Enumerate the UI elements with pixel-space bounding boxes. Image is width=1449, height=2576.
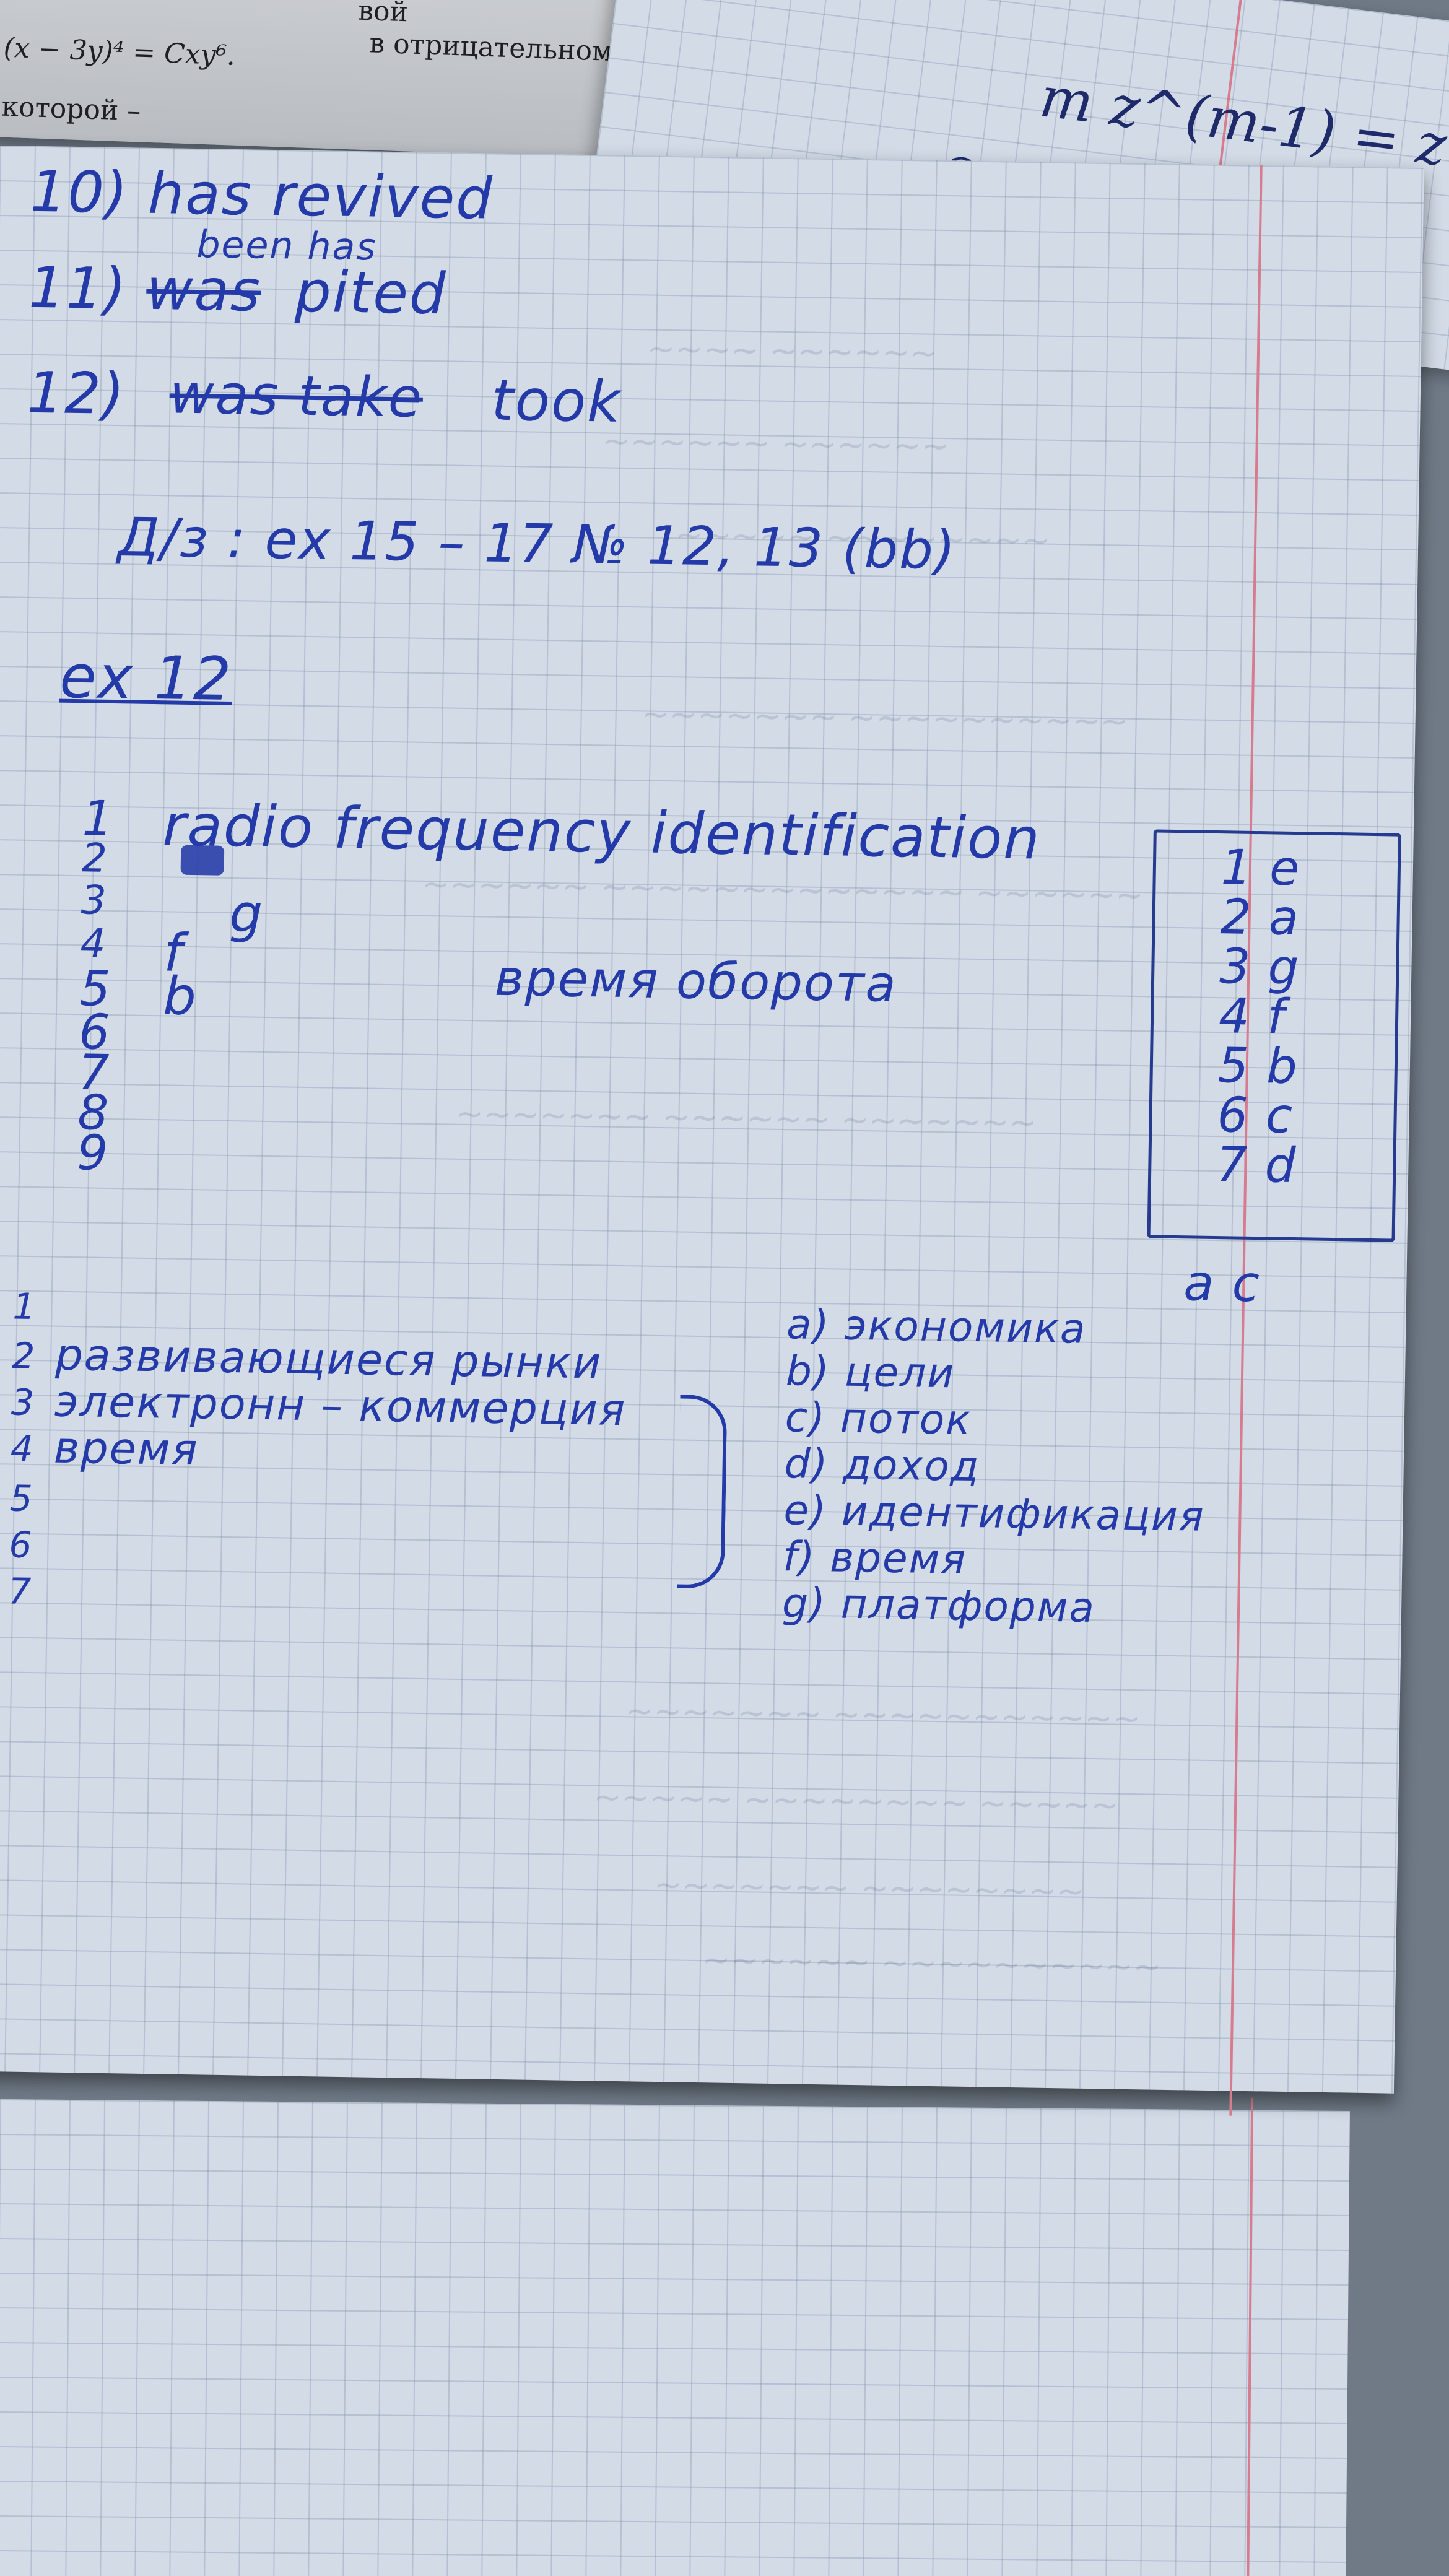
show-through-text: ~~~~~~ ~~~~~~ [602, 421, 950, 466]
list-number: 6 [8, 1523, 33, 1567]
notebook-page: ~~~~ ~~~~~~ ~~~~~~ ~~~~~~ ~~~~~ ~~~~~~~~… [0, 146, 1424, 2116]
boxed-answer: 1 e [1221, 840, 1302, 897]
option-item: e) идентификация [783, 1486, 1206, 1541]
list-a-line-1: radio frequency identification [162, 792, 1042, 872]
textbook-page: вой в отрицательном (x − 3y)⁴ = Cxy⁶. ко… [0, 0, 681, 161]
answer-line-11-number: 11) [28, 254, 128, 323]
list-number: 5 [9, 1477, 35, 1520]
list-number: 4 [80, 921, 108, 967]
list-number: 7 [7, 1570, 33, 1613]
show-through-text: ~~~~~~~ ~~~~~~ ~~~~~~~ [455, 1094, 1038, 1142]
boxed-answer: 5 b [1217, 1038, 1299, 1095]
boxed-answer: 2 a [1219, 889, 1300, 947]
exercise-title: ex 12 [59, 642, 233, 714]
homework-note: Д/з : ex 15 – 17 № 12, 13 (bb) [117, 507, 957, 582]
option-item: d) доход [784, 1440, 981, 1491]
list-number: 3 [80, 877, 108, 924]
option-item: a) экономика [786, 1300, 1087, 1353]
answer-line-12-word: took [490, 367, 622, 435]
answer-line-10: 10) has revived [29, 158, 494, 232]
boxed-answer: 7 d [1216, 1137, 1298, 1194]
option-item: f) время [782, 1533, 967, 1583]
show-through-text: ~~~~~~~ ~~~~~~~~~~~ [625, 1691, 1141, 1739]
show-through-text: ~~~~~ ~~~~~~~~ ~~~~~ [593, 1777, 1120, 1825]
list-number: 4 [10, 1427, 35, 1471]
option-item: g) платформа [781, 1579, 1096, 1632]
option-item: b) цели [785, 1347, 955, 1398]
textbook-word: вой [357, 0, 409, 28]
answer-line-12-number: 12) [26, 359, 126, 428]
bottom-sheet [0, 2097, 1350, 2576]
list-number: 2 [81, 835, 109, 882]
boxed-answer: 6 c [1216, 1087, 1294, 1144]
list-b-line-4: время [53, 1422, 199, 1476]
option-item: c) поток [785, 1393, 972, 1444]
list-a-line-3: g [228, 882, 264, 944]
russian-translation: время оборота [494, 949, 898, 1013]
show-through-text: ~~~~ ~~~~~~ [646, 329, 939, 373]
textbook-formula: (x − 3y)⁴ = Cxy⁶. [3, 32, 236, 72]
answer-line-11-word: pited [294, 258, 448, 328]
textbook-line: которой – [1, 90, 142, 128]
scribbled-out-mark [180, 845, 225, 876]
bracket-mark [677, 1395, 728, 1589]
crossed-out-phrase: was take [168, 362, 424, 430]
show-through-text: ~~~~~~ ~~~~~~~~~~ [702, 1940, 1162, 1986]
show-through-text: ~~~~~~~ ~~~~~~~~ [653, 1865, 1086, 1911]
boxed-answer: 4 f [1218, 988, 1286, 1045]
list-number: 3 [11, 1381, 36, 1424]
box-footer-letters: a c [1183, 1254, 1261, 1313]
textbook-line: в отрицательном [368, 27, 614, 68]
list-number: 2 [11, 1334, 37, 1378]
boxed-answer: 3 g [1219, 939, 1301, 996]
list-number: 1 [12, 1285, 37, 1328]
list-a-line-5: b [162, 965, 198, 1027]
list-number: 9 [76, 1125, 110, 1181]
margin-line [1246, 2097, 1254, 2576]
show-through-text: ~~~~~~~ ~~~~~~~~~~ [641, 694, 1129, 741]
